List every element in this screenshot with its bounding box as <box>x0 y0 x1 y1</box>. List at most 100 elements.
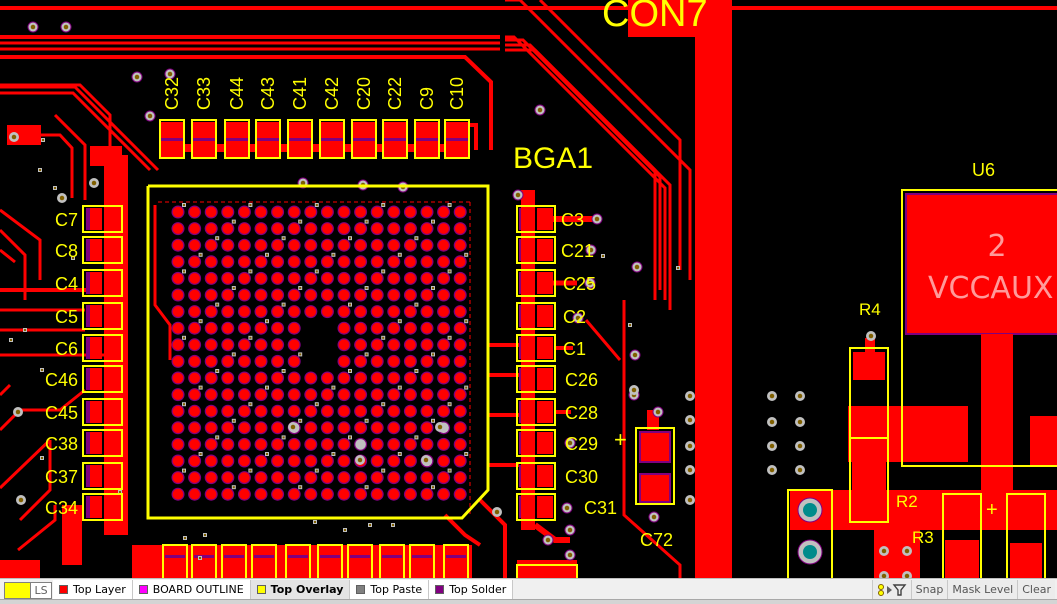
r2-pad <box>852 440 886 490</box>
bga-ball <box>305 422 317 434</box>
trace <box>622 300 682 578</box>
bga-ball <box>355 472 366 483</box>
micro-via-hole <box>448 270 451 273</box>
bga-ball <box>421 239 433 251</box>
current-layer-indicator[interactable]: LS <box>4 582 52 599</box>
top-cap-outline <box>287 119 313 159</box>
bga-ball <box>172 372 184 384</box>
bga-ball <box>288 389 300 400</box>
trace <box>505 35 667 300</box>
bga-ball <box>355 488 366 500</box>
micro-via-hole <box>465 320 468 323</box>
layer-status-bar: LS Top Layer BOARD OUTLINE Top Overlay T… <box>0 578 1057 604</box>
tab-board-outline[interactable]: BOARD OUTLINE <box>132 580 251 599</box>
micro-via-hole <box>282 303 285 306</box>
bga-ball <box>272 488 283 500</box>
micro-via-hole <box>432 419 434 422</box>
micro-via-hole <box>432 287 434 289</box>
bga-ball <box>172 405 184 417</box>
bga-ball <box>338 322 350 334</box>
via-hole <box>11 134 17 140</box>
bga-ball <box>388 322 400 334</box>
bga-ball <box>355 389 366 400</box>
via-hole <box>687 497 693 503</box>
pcb-drawing[interactable]: CON7 BGA1 U6 2 VCCAUX R4 R2 R3 C72 + + C… <box>0 0 1057 578</box>
bga-ball <box>239 289 250 301</box>
tab-label: Top Layer <box>73 583 126 596</box>
left-cap-outline <box>82 365 123 393</box>
bga-ball <box>222 488 234 500</box>
c72-pad <box>640 474 670 502</box>
bga-ball <box>172 289 184 301</box>
top-paste-swatch <box>356 585 366 594</box>
via-hole <box>545 537 551 543</box>
cap-pad <box>254 556 274 578</box>
capacitor-label: C2 <box>563 307 586 327</box>
tab-top-overlay[interactable]: Top Overlay <box>250 580 351 599</box>
via-hole <box>63 24 69 30</box>
bga-ball <box>405 439 416 450</box>
micro-via-hole <box>72 257 74 259</box>
cap-pad-mask <box>161 138 183 141</box>
tab-top-layer[interactable]: Top Layer <box>53 580 133 599</box>
via-hole <box>587 280 593 286</box>
cap-pad <box>193 122 215 140</box>
micro-via-hole <box>249 403 252 406</box>
bga-ball <box>371 239 383 251</box>
c72-mask <box>639 473 671 503</box>
bga-ball <box>355 223 366 234</box>
bga-ball <box>322 455 333 467</box>
bga1-label: BGA1 <box>513 142 593 175</box>
cap-pad-mask <box>288 555 308 558</box>
right-cap-outline <box>516 462 556 490</box>
micro-via-hole <box>216 436 219 439</box>
bga-ball <box>371 206 383 218</box>
micro-via-hole <box>204 534 206 536</box>
via-hole <box>167 71 173 77</box>
bga-ball <box>255 472 267 483</box>
clear-button[interactable]: Clear <box>1017 580 1055 599</box>
via-hole <box>687 467 693 473</box>
bga-ball <box>405 405 416 417</box>
current-layer-label: LS <box>34 584 48 597</box>
bga-ball <box>322 488 333 500</box>
right-cap-outline <box>516 493 556 521</box>
capacitor-label: C26 <box>565 370 598 390</box>
bga-ball <box>222 439 234 450</box>
tab-top-solder[interactable]: Top Solder <box>429 580 514 599</box>
bga-ball <box>205 472 217 483</box>
c72-pad <box>640 432 670 462</box>
right-cap-outline <box>516 205 556 233</box>
bga-ball <box>222 306 234 317</box>
top-overlay-swatch <box>256 585 266 594</box>
via-hole <box>634 264 640 270</box>
bga-ball <box>255 289 267 301</box>
bga-ball <box>454 405 466 417</box>
c72-label: C72 <box>640 530 673 550</box>
micro-via-hole <box>249 270 252 273</box>
micro-via-hole <box>41 369 43 371</box>
pcb-canvas[interactable]: CON7 BGA1 U6 2 VCCAUX R4 R2 R3 C72 + + C… <box>0 0 1057 578</box>
bga-ball <box>189 389 200 400</box>
bga-ball <box>288 488 300 500</box>
bga-ball <box>371 223 383 234</box>
snap-button[interactable]: Snap <box>910 580 948 599</box>
bga-ball <box>222 239 234 251</box>
bga-ball <box>222 223 234 234</box>
via-hole <box>575 315 581 321</box>
left-cap-outline <box>82 493 123 521</box>
mask-level-button[interactable]: Mask Level <box>947 580 1018 599</box>
capacitor-label: C1 <box>563 339 586 359</box>
layer-set-filter-button[interactable] <box>871 580 911 599</box>
cap-pad-mask <box>446 138 468 141</box>
bga-ball <box>421 306 433 317</box>
bga-ball <box>355 239 366 251</box>
micro-via-hole <box>183 403 185 406</box>
bga-ball <box>388 356 400 367</box>
bga-ball <box>172 239 184 251</box>
capacitor-label: C25 <box>563 274 596 294</box>
tab-top-paste[interactable]: Top Paste <box>350 580 430 599</box>
micro-via-hole <box>465 453 468 455</box>
left-cap-outline <box>82 302 123 330</box>
bga-ball <box>239 455 250 467</box>
